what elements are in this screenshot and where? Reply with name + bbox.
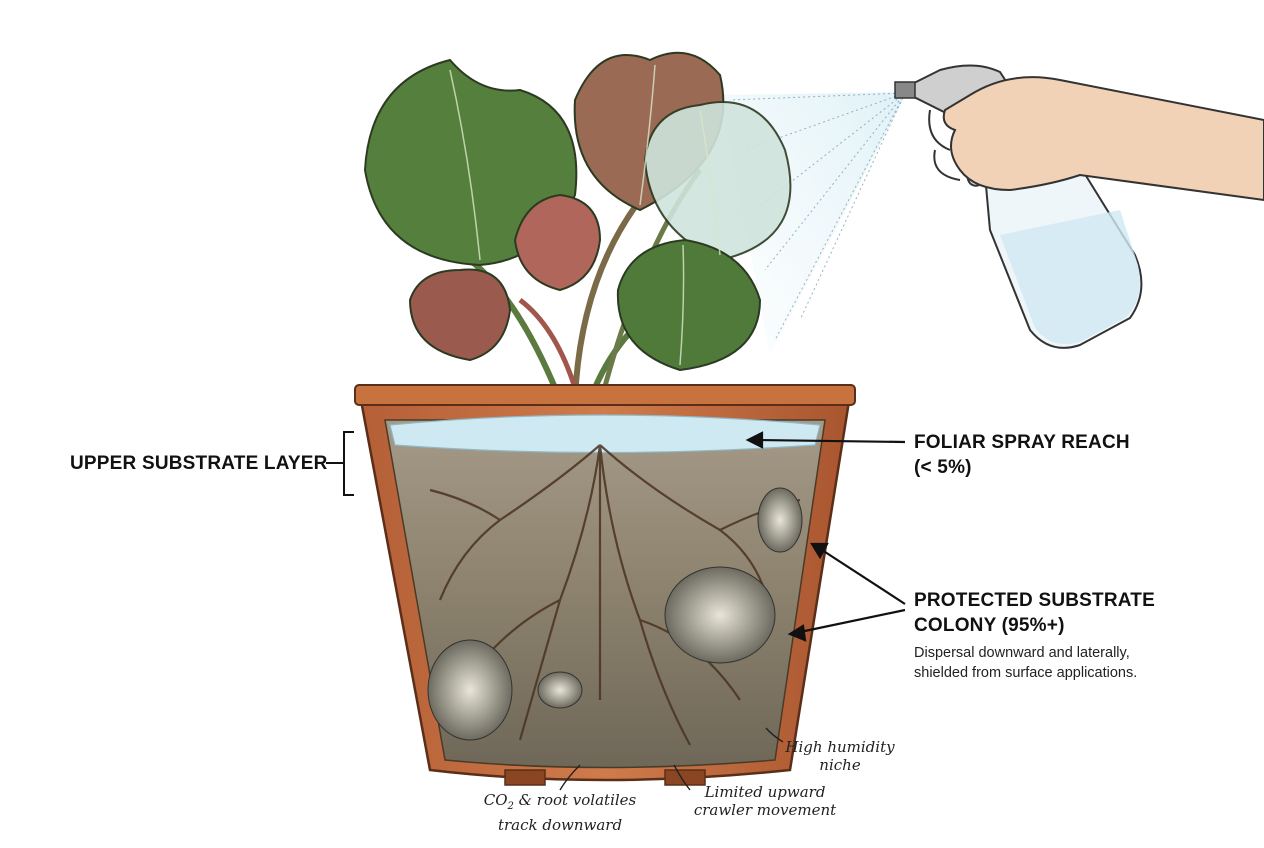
protected-colony-title-1: PROTECTED SUBSTRATE [914,590,1155,611]
foliar-spray-label: FOLIAR SPRAY REACH (< 5%) [914,430,1130,480]
mealybug-colonies [427,487,803,741]
plant-leaves [363,51,792,406]
crawler-line-2: crawler movement [693,801,837,819]
co2-line-2: track downward [497,816,623,834]
crawler-line-1: Limited upward [704,783,826,801]
humidity-annotation: High humidity niche [770,738,910,774]
foliar-spray-title: FOLIAR SPRAY REACH [914,432,1130,453]
crawler-annotation: Limited upward crawler movement [680,783,850,819]
co2-line-1: CO2 & root volatiles [470,791,650,816]
protected-colony-arrows [787,542,906,642]
protected-colony-description: Dispersal downward and laterally, shield… [914,643,1137,683]
hand-icon [928,76,1264,202]
foliar-spray-percent: (< 5%) [914,457,972,478]
protected-colony-title-2: COLONY (95%+) [914,615,1065,636]
foliar-spray-arrow [745,431,906,449]
protected-colony-label: PROTECTED SUBSTRATE COLONY (95%+) [914,588,1155,638]
upper-substrate-label: UPPER SUBSTRATE LAYER [70,453,328,474]
co2-rest: & root volatiles [513,791,637,809]
upper-layer-bracket [326,431,354,496]
spray-bottle-icon [894,64,1143,349]
humidity-line-1: High humidity [785,738,895,756]
protected-desc-line-2: shielded from surface applications. [914,665,1138,681]
co2-subscript: 2 [507,801,514,812]
co2-main: CO [483,791,508,809]
humidity-line-2: niche [819,756,861,774]
annotation-leaders [559,727,784,791]
co2-annotation: CO2 & root volatiles track downward [470,791,650,834]
protected-desc-line-1: Dispersal downward and laterally, [914,645,1130,661]
surface-water-film [389,414,821,454]
